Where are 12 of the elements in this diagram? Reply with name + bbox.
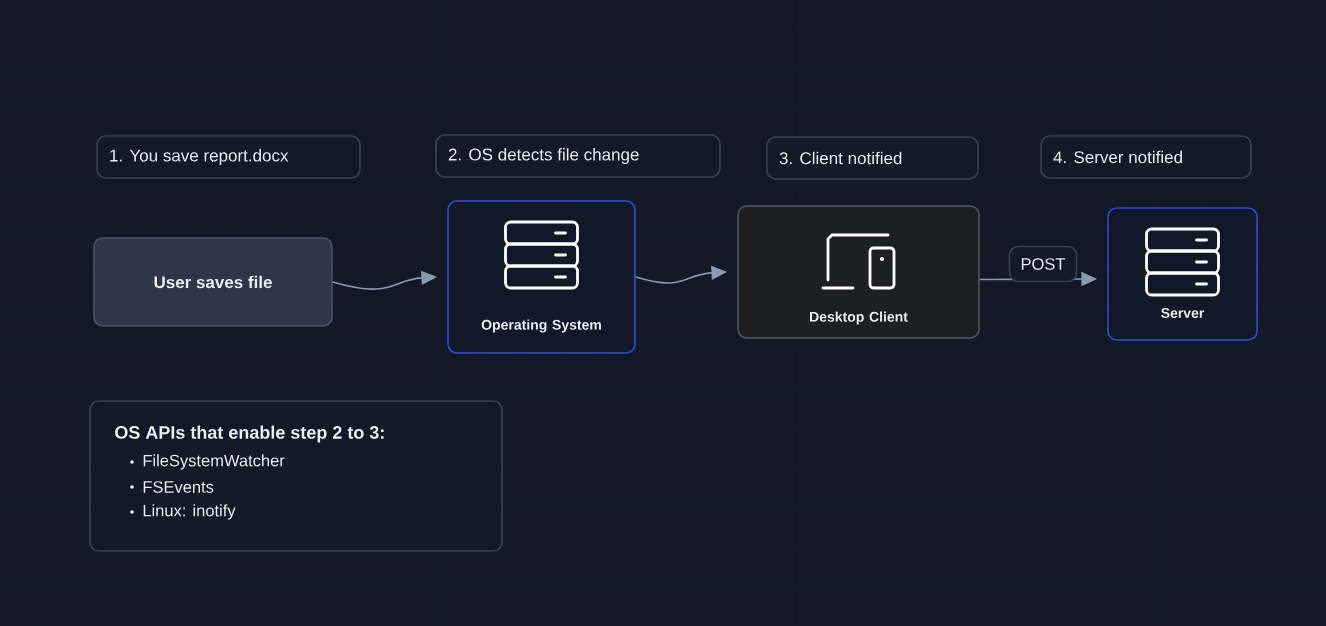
client-box: Desktop Client [737, 205, 980, 339]
edge-label: POST [1008, 245, 1078, 283]
step-box: 4. Server notified [1040, 135, 1252, 179]
step-box: 1. You save report.docx [96, 135, 361, 179]
step-box: 3. Client notified [766, 136, 979, 180]
list-item: FSEvents [143, 481, 214, 493]
server-box: Server [1107, 207, 1258, 341]
process-box: User saves file [93, 237, 333, 327]
list-item: FileSystemWatcher [143, 454, 285, 470]
step-box: 2. OS detects file change [435, 134, 721, 178]
list-item: Linux: inotify [143, 504, 236, 520]
server-box: Operating System [447, 200, 636, 354]
